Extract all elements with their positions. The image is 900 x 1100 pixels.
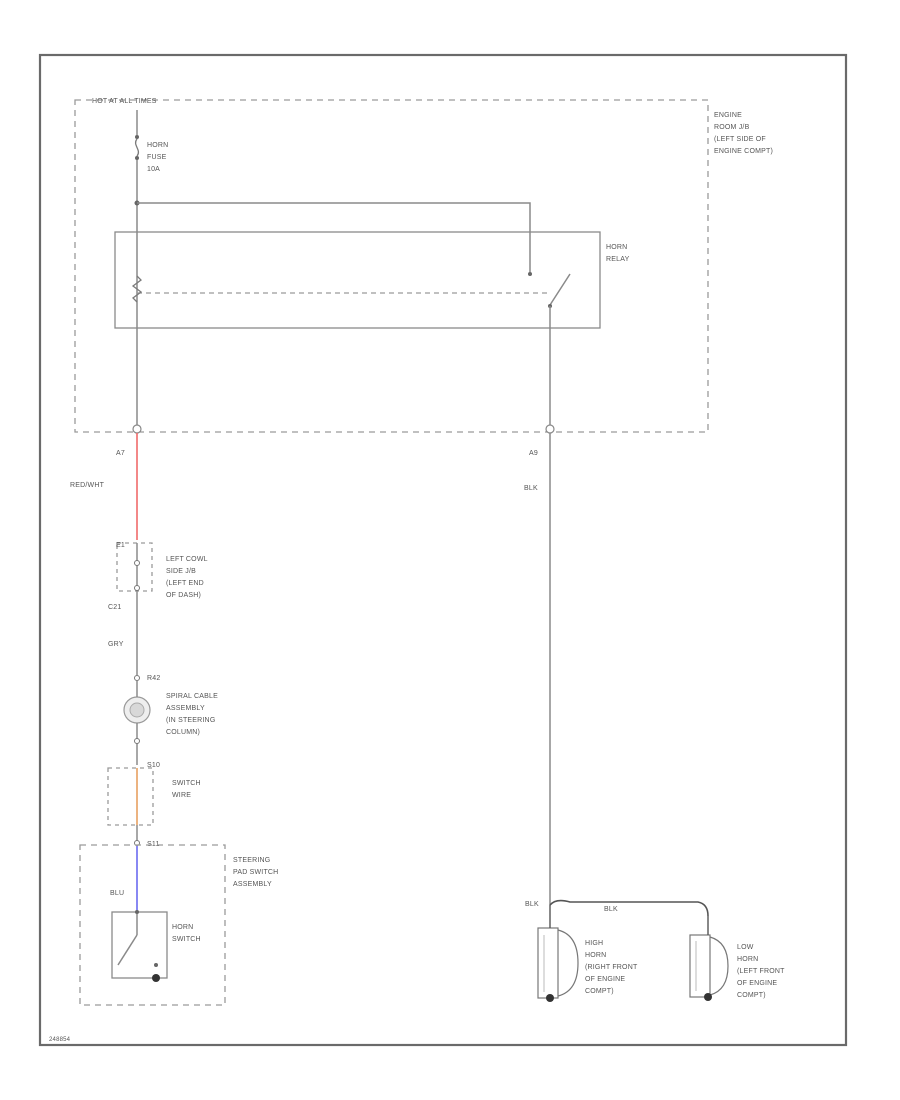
blk-right-label: BLK (524, 485, 538, 492)
connector-a9 (545, 424, 555, 434)
horn-relay-label-2: RELAY (606, 256, 630, 263)
relay-contact-fixed (528, 272, 532, 276)
horn-switch-terminal (135, 910, 139, 914)
conn-top-label: E1 (116, 542, 125, 549)
left-cowl-jb-boundary (116, 542, 153, 592)
spiral-label-2: ASSEMBLY (166, 705, 205, 712)
left-cowl-label-4: OF DASH) (166, 592, 201, 599)
horn-fuse-label-3: 10A (147, 166, 160, 173)
high-horn-label-2: HORN (585, 952, 606, 959)
steering-pad-label-1: STEERING (233, 857, 270, 864)
steering-pad-boundary (79, 844, 226, 1006)
diagram-id: 248854 (49, 1037, 71, 1043)
relay-coil-symbol (131, 275, 143, 303)
spiral-cable-core (129, 702, 145, 718)
horn-relay-box (114, 231, 601, 329)
low-horn-label-2: HORN (737, 956, 758, 963)
spiral-label-3: (IN STEERING (166, 717, 215, 724)
horn-switch-arm (117, 934, 138, 966)
r42-label: R42 (147, 675, 160, 682)
horn-switch-label-2: SWITCH (172, 936, 201, 943)
low-horn-label-4: OF ENGINE (737, 980, 777, 987)
spiral-label-1: SPIRAL CABLE (166, 693, 218, 700)
low-horn-symbol (689, 916, 729, 1001)
high-horn-label-5: COMPT) (585, 988, 614, 995)
blu-label: BLU (110, 890, 124, 897)
high-horn-label-4: OF ENGINE (585, 976, 625, 983)
horn-fuse-label-1: HORN (147, 142, 168, 149)
left-cowl-connector (134, 560, 140, 566)
engine-jb-label-1: ENGINE (714, 112, 742, 119)
pin-a7-label: A7 (116, 450, 125, 457)
r42-connector (134, 675, 140, 681)
low-horn-label-5: COMPT) (737, 992, 766, 999)
steering-pad-label-2: PAD SWITCH (233, 869, 278, 876)
relay-switch-arm (549, 273, 571, 306)
gry-label: GRY (108, 641, 124, 648)
engine-jb-label-3: (LEFT SIDE OF (714, 136, 766, 143)
red-wht-label: RED/WHT (70, 482, 105, 489)
blk-bridge-label: BLK (604, 906, 618, 913)
high-horn-symbol (537, 905, 579, 1002)
switch-wire-label-1: SWITCH (172, 780, 201, 787)
horn-switch-contact (154, 963, 158, 967)
c21-connector (134, 585, 140, 591)
engine-jb-label-2: ROOM J/B (714, 124, 750, 131)
s10-label: S10 (147, 762, 160, 769)
high-horn-label-3: (RIGHT FRONT (585, 964, 638, 971)
diagram-frame (38, 53, 848, 1047)
connector-a7 (132, 424, 142, 434)
engine-jb-label-4: ENGINE COMPT) (714, 148, 773, 155)
low-horn-label-1: LOW (737, 944, 754, 951)
s11-label: S11 (147, 841, 160, 848)
fuse-terminal-top (135, 135, 139, 139)
relay-contact-feed-wire (137, 202, 531, 272)
horn-switch-box (111, 911, 168, 979)
horn-switch-ground (152, 974, 160, 982)
horn-relay-label-1: HORN (606, 244, 627, 251)
s10-connector (134, 738, 140, 744)
high-horn-label-1: HIGH (585, 940, 603, 947)
horn-fuse-symbol (134, 138, 140, 157)
pin-a9-label: A9 (529, 450, 538, 457)
engine-room-jb-boundary (74, 99, 709, 433)
left-cowl-label-2: SIDE J/B (166, 568, 196, 575)
blk-horn-label: BLK (525, 901, 539, 908)
switch-wire-boundary (107, 767, 154, 826)
fuse-terminal-bottom (135, 156, 139, 160)
c21-label: C21 (108, 604, 121, 611)
horn-switch-label-1: HORN (172, 924, 193, 931)
spiral-label-4: COLUMN) (166, 729, 200, 736)
horn-bridge-wire (549, 899, 709, 917)
switch-wire-label-2: WIRE (172, 792, 191, 799)
hot-at-all-times-label: HOT AT ALL TIMES (92, 98, 157, 105)
horn-fuse-label-2: FUSE (147, 154, 167, 161)
left-cowl-label-1: LEFT COWL (166, 556, 208, 563)
low-horn-label-3: (LEFT FRONT (737, 968, 785, 975)
left-cowl-label-3: (LEFT END (166, 580, 204, 587)
steering-pad-label-3: ASSEMBLY (233, 881, 272, 888)
